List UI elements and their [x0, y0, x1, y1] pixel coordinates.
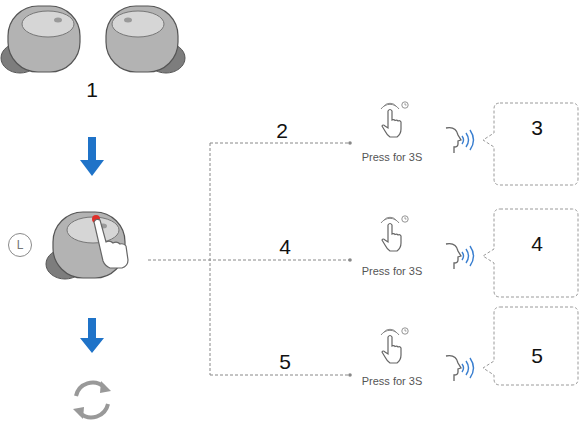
side-letter: L — [17, 239, 24, 251]
earbud-right — [106, 6, 185, 73]
bubble-outline — [482, 102, 580, 186]
bubble-outline — [482, 208, 580, 298]
down-arrow — [80, 318, 104, 353]
leader-lines — [148, 143, 350, 375]
bubble-number: 4 — [494, 232, 580, 256]
branch-number: 2 — [276, 119, 288, 143]
finger — [94, 219, 128, 268]
branch-number: 4 — [279, 235, 291, 259]
side-marker: L — [8, 233, 32, 257]
down-arrow — [80, 137, 104, 176]
bubble-number: 3 — [494, 116, 580, 140]
voice-icon — [446, 128, 474, 153]
speech-bubble: 3 — [482, 102, 580, 186]
voice-icon — [446, 356, 474, 381]
earbud-left — [1, 6, 80, 73]
press-instruction: Press for 3S — [350, 98, 434, 164]
branch-number: 5 — [279, 350, 291, 374]
speech-bubble: 4 — [482, 208, 580, 298]
bubble-number: 5 — [494, 344, 580, 368]
press-icon — [381, 328, 408, 363]
press-text: Press for 3S — [362, 375, 423, 388]
bubble-outline — [482, 306, 580, 386]
press-icon — [381, 102, 408, 137]
step-number: 1 — [86, 78, 98, 102]
press-instruction: Press for 3S — [350, 212, 434, 278]
press-text: Press for 3S — [362, 151, 423, 164]
press-text: Press for 3S — [362, 265, 423, 278]
voice-icon — [446, 244, 474, 269]
press-icon — [381, 216, 408, 251]
speech-bubble: 5 — [482, 306, 580, 386]
press-instruction: Press for 3S — [350, 324, 434, 388]
